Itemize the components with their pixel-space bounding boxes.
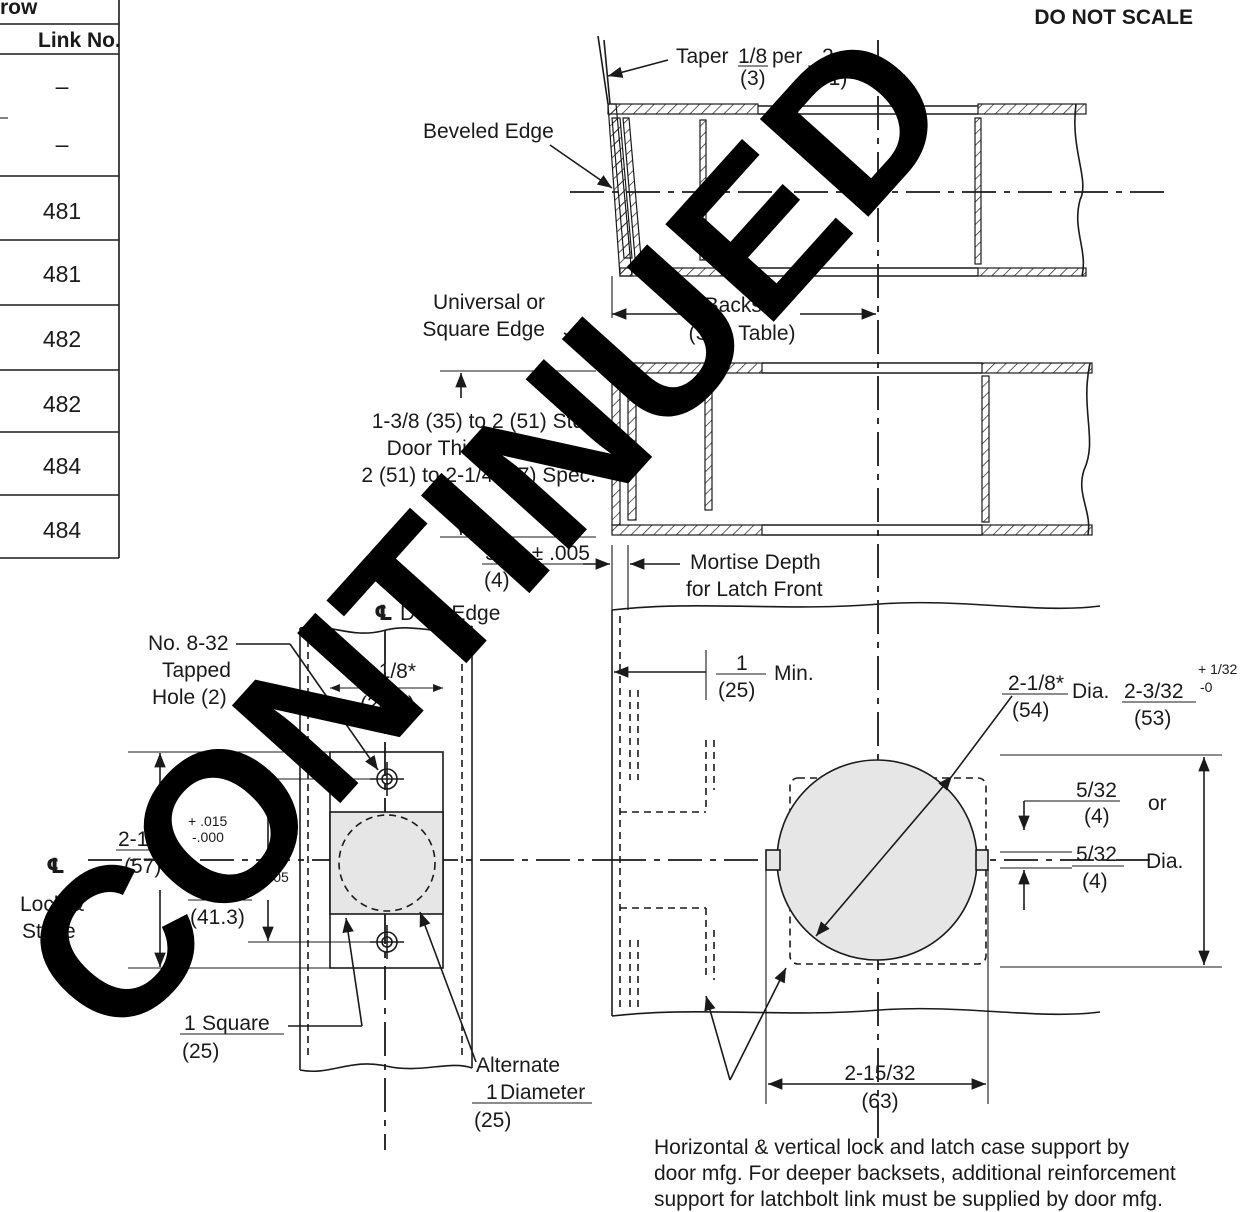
strike-width-dim: 1-1/8* <box>360 660 416 683</box>
min-edge-dim: 1 <box>736 652 748 675</box>
hole-dim: 5/32 <box>1076 843 1117 866</box>
strike-width-mm: (28.5) <box>360 693 415 716</box>
taper-prefix: Taper <box>676 45 729 68</box>
taper-mm-2: (51) <box>810 67 847 90</box>
door-edge-label: Door Edge <box>400 602 500 625</box>
table-cell: 481 <box>43 198 81 224</box>
support-note: Horizontal & vertical lock and latch cas… <box>654 1136 1176 1211</box>
screw-spacing-dim: 1-5/8 <box>192 878 240 901</box>
table-cell: – <box>56 73 69 99</box>
bore-backset-mm: (63) <box>861 1090 898 1113</box>
min-edge-mm: (25) <box>718 679 755 702</box>
alternate-mm: (25) <box>474 1109 511 1132</box>
alternate-label: Alternate <box>476 1054 560 1077</box>
screw-spacing-mm: (41.3) <box>190 906 245 929</box>
table-cell: 482 <box>43 391 81 417</box>
backset-see-table: (See Table) <box>688 322 795 345</box>
beveled-door-section: Taper 1/8 per 2 (3) (51) Beveled Edge Ba… <box>423 35 1170 1150</box>
bore-dia-label: Dia. <box>1072 680 1109 703</box>
taper-fraction-2: 2 <box>822 45 834 68</box>
min-label: Min. <box>774 662 814 685</box>
do-not-scale-notice: DO NOT SCALE <box>1034 6 1193 29</box>
strike-label: Strike <box>22 920 76 943</box>
tapped-label: Tapped <box>162 659 231 682</box>
bore-tol-minus: -0 <box>1200 679 1213 695</box>
square-edge-section: Universal or Square Edge 1-3/8 (35) to 2… <box>361 291 1093 610</box>
table-cell: 481 <box>43 261 81 287</box>
tapped-hole-size: No. 8-32 <box>148 632 229 655</box>
lock-label: Lock & <box>20 893 84 916</box>
square-mm: (25) <box>182 1040 219 1063</box>
alternate-dim: 1 <box>486 1081 498 1104</box>
door-face-view: 1 (25) Min. 2-1/8* (54) Dia. 2-3/32 (53)… <box>611 601 1238 1113</box>
note-line-3: support for latchbolt link must be suppl… <box>654 1188 1163 1211</box>
taper-fraction-1: 1/8 <box>738 45 767 68</box>
taper-per: per <box>772 45 802 68</box>
taper-mm-1: (3) <box>740 67 766 90</box>
table-cell: 484 <box>43 453 82 479</box>
hole-dia-label: Dia. <box>1146 850 1183 873</box>
height-tol-plus: + .015 <box>188 813 228 829</box>
screw-spacing-tol: ± .005 <box>250 869 289 885</box>
or-label: or <box>1148 792 1167 815</box>
notch-mm: (4) <box>1084 805 1110 828</box>
table-title: row <box>0 0 38 19</box>
thickness-range-spec: 2 (51) to 2-1/4 (57) Spec. <box>361 464 596 487</box>
table-cell: 484 <box>43 517 82 543</box>
bore-backset-dim: 2-15/32 <box>844 1062 915 1085</box>
door-edge-view: ℄ Door Edge No. 8-32 Tapped Hole (2) 1-1… <box>20 602 612 1150</box>
table-header-link-no: Link No. <box>38 29 121 52</box>
mortise-mm: (4) <box>484 569 510 592</box>
table-cell: 482 <box>43 326 81 352</box>
strike-height-mm: (57) <box>124 855 161 878</box>
note-line-2: door mfg. For deeper backsets, additiona… <box>654 1162 1176 1185</box>
table-cell: – <box>56 131 69 157</box>
bore-dia-dim: 2-1/8* <box>1008 672 1064 695</box>
centerline-symbol: ℄ <box>374 602 393 625</box>
mortise-tolerance: 5/32 ± .005 <box>485 542 590 565</box>
height-tol-minus: -.000 <box>192 829 224 845</box>
bore-dia-mm: (54) <box>1012 699 1049 722</box>
bore-tol-plus: + 1/32 <box>1198 661 1238 677</box>
notch-dim: 5/32 <box>1076 779 1117 802</box>
strike-height-dim: 2-1/4 <box>118 828 166 851</box>
note-line-1: Horizontal & vertical lock and latch cas… <box>654 1136 1130 1159</box>
hole-mm: (4) <box>1082 870 1108 893</box>
square-edge-label: Square Edge <box>422 318 545 341</box>
bore-dia-alt-dim: 2-3/32 <box>1124 680 1184 703</box>
beveled-edge-label: Beveled Edge <box>423 120 554 143</box>
square-dim: 1 <box>184 1012 196 1035</box>
backset-label: Backset <box>705 294 780 317</box>
thickness-range-std: 1-3/8 (35) to 2 (51) Std. <box>372 410 590 433</box>
tapped-hole-count: Hole (2) <box>152 686 227 709</box>
square-label: Square <box>202 1012 270 1035</box>
latch-front-label: for Latch Front <box>686 578 823 601</box>
mortise-depth-label: Mortise Depth <box>690 551 821 574</box>
diameter-label: Diameter <box>500 1081 585 1104</box>
universal-edge-label: Universal or <box>433 291 545 314</box>
door-thickness-label: Door Thickness, <box>387 437 538 460</box>
centerline-symbol-lock: ℄ <box>46 855 65 878</box>
bore-dia-alt-mm: (53) <box>1134 707 1171 730</box>
link-table: row Link No. – – 481 481 482 482 484 484 <box>0 0 121 559</box>
